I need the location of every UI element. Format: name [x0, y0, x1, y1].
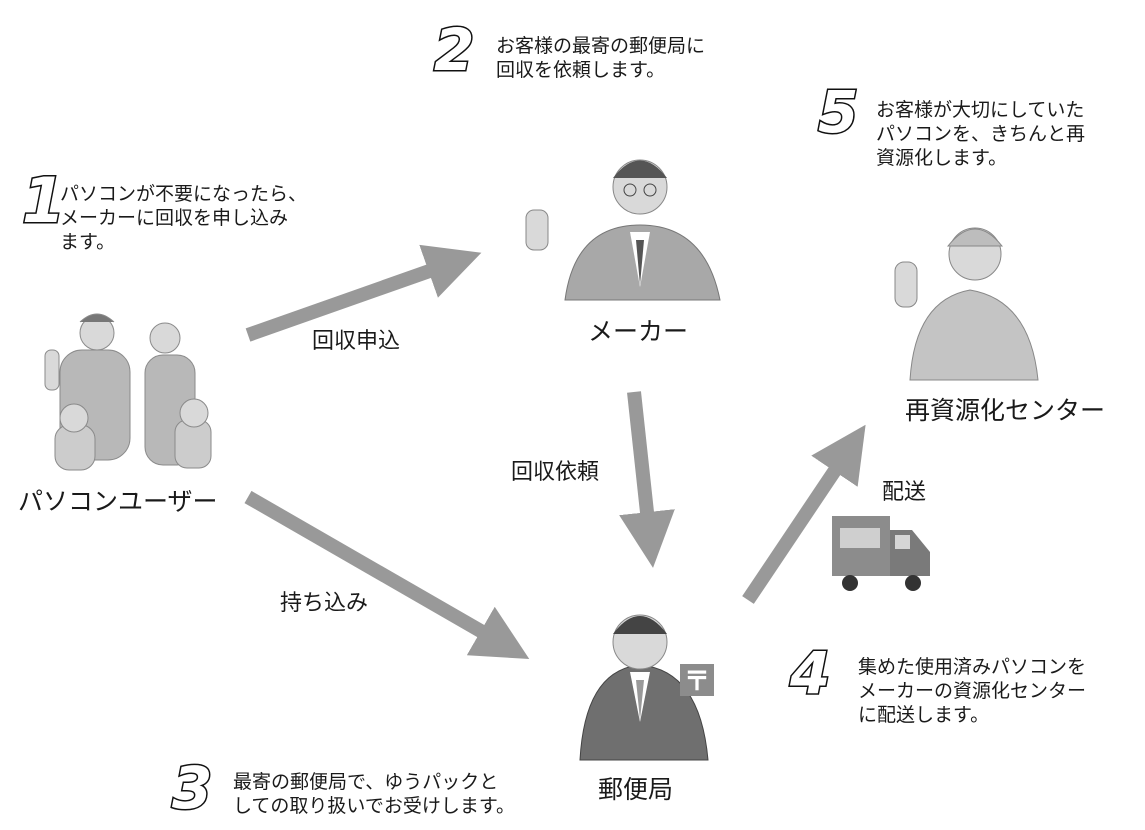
- recycle-worker-illustration: [894, 227, 1039, 381]
- family-illustration: [44, 313, 212, 471]
- node-label-maker: メーカー: [588, 317, 689, 346]
- step-3-number: 3: [172, 754, 212, 822]
- post-sign-box: [680, 664, 714, 696]
- delivery-truck-icon: [832, 516, 930, 591]
- step-1-text: パソコンが不要になったら、 メーカーに回収を申し込み ます。: [60, 183, 308, 253]
- edge-label-collection-order: 回収依頼: [511, 460, 600, 485]
- maker-illustration: [525, 159, 721, 301]
- step-5-number: 5: [818, 78, 858, 146]
- node-label-post-office: 郵便局: [598, 775, 674, 804]
- step-4-number: 4: [789, 639, 830, 707]
- step-1-number: 1: [22, 164, 65, 237]
- step-2-text: お客様の最寄の郵便局に 回収を依頼します。: [496, 35, 706, 81]
- arrow-maker-to-post-office: [619, 391, 675, 568]
- step-3-text: 最寄の郵便局で、ゆうパックと しての取り扱いでお受けします。: [233, 771, 515, 817]
- node-label-recycle-center: 再資源化センター: [905, 396, 1106, 425]
- edge-label-carry-in: 持ち込み: [280, 591, 369, 616]
- edge-label-collection-request: 回収申込: [312, 329, 401, 354]
- arrow-user-to-post-office: [244, 490, 530, 659]
- step-4-text: 集めた使用済みパソコンを メーカーの資源化センター に配送します。: [858, 656, 1087, 726]
- post-mark-icon: 〒: [684, 667, 710, 697]
- step-5-text: お客様が大切にしていた パソコンを、きちんと再 資源化します。: [876, 99, 1086, 169]
- arrow-user-to-maker: [245, 244, 482, 342]
- arrow-post-office-to-center: [742, 424, 866, 604]
- post-office-illustration: [579, 614, 709, 761]
- step-2-number: 2: [434, 16, 474, 84]
- node-label-user: パソコンユーザー: [18, 487, 218, 516]
- edge-label-delivery: 配送: [882, 480, 927, 505]
